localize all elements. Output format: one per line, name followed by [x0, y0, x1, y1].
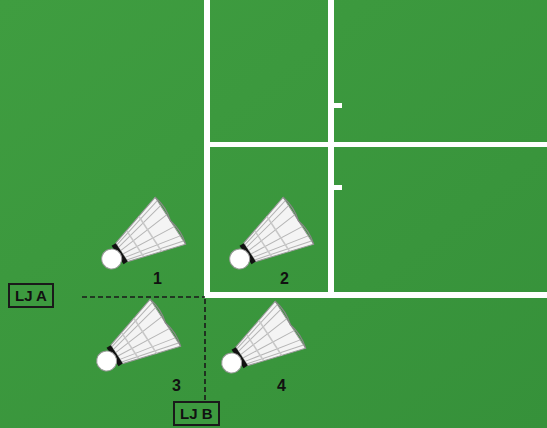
callout-number: 3	[172, 377, 181, 395]
line-judge-box: LJ B	[173, 401, 220, 426]
court-lines	[204, 0, 547, 298]
line-judge-label: LJ B	[180, 405, 213, 422]
line-judge-box: LJ A	[8, 283, 54, 308]
callout-number: 2	[280, 270, 289, 288]
callout-number: 1	[153, 270, 162, 288]
shuttlecock	[83, 196, 315, 392]
callout-number: 4	[277, 377, 286, 395]
line-judge-sightline	[82, 297, 205, 400]
line-judge-label: LJ A	[15, 287, 47, 304]
